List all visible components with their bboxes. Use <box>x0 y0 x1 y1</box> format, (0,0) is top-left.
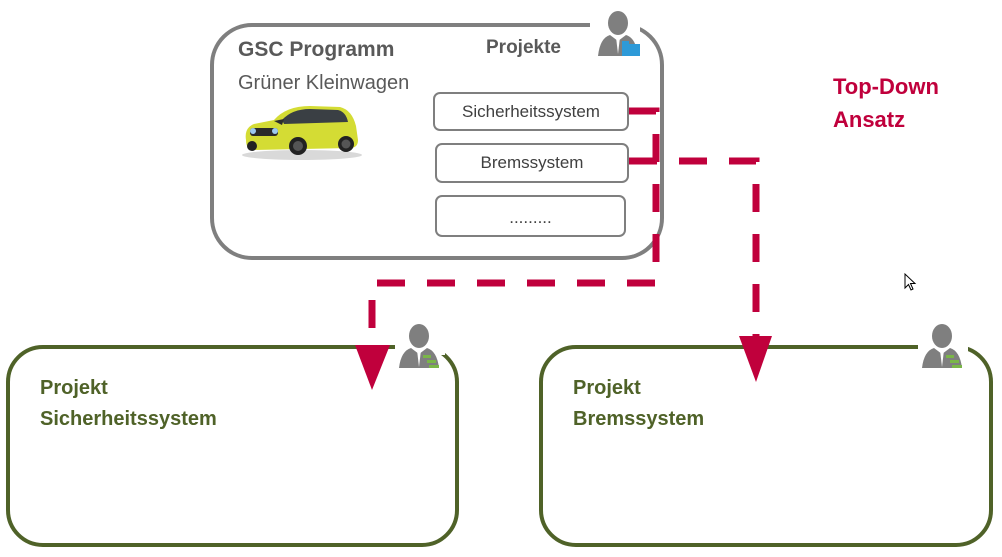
subproject-title-line2: Bremssystem <box>573 408 705 430</box>
project-item-label: Sicherheitssystem <box>462 101 600 121</box>
program-subtitle: Grüner Kleinwagen <box>238 72 410 94</box>
approach-label-line1: Top-Down <box>833 74 939 99</box>
subproject-title-line1: Projekt <box>40 377 108 399</box>
project-item-label: Bremssystem <box>480 153 584 172</box>
project-item-bremssystem[interactable]: Bremssystem <box>435 143 629 183</box>
connector-bremssystem <box>629 157 760 340</box>
program-title: GSC Programm <box>238 38 395 61</box>
subproject-title-line2: Sicherheitssystem <box>40 408 217 430</box>
arrowhead-sicherheitssystem <box>355 345 390 390</box>
approach-label-line2: Ansatz <box>833 107 906 132</box>
arrowhead-bremssystem <box>739 336 772 382</box>
approach-label: Top-Down Ansatz <box>833 70 939 136</box>
car-image <box>242 106 362 160</box>
person-with-folder-icon <box>598 11 640 56</box>
project-item-placeholder[interactable]: ......... <box>435 195 626 237</box>
person-with-gantt-icon <box>922 324 962 368</box>
subproject-title-sicherheitssystem: Projekt Sicherheitssystem <box>40 373 217 435</box>
person-with-gantt-icon <box>399 324 439 368</box>
subproject-box-sicherheitssystem <box>6 345 459 547</box>
subproject-title-bremssystem: Projekt Bremssystem <box>573 373 704 435</box>
project-item-label: ......... <box>509 208 552 227</box>
projects-heading: Projekte <box>486 37 561 58</box>
mouse-cursor-icon <box>904 272 917 291</box>
connector-sicherheitssystem <box>368 107 660 345</box>
subproject-title-line1: Projekt <box>573 377 641 399</box>
project-item-sicherheitssystem[interactable]: Sicherheitssystem <box>433 92 629 131</box>
